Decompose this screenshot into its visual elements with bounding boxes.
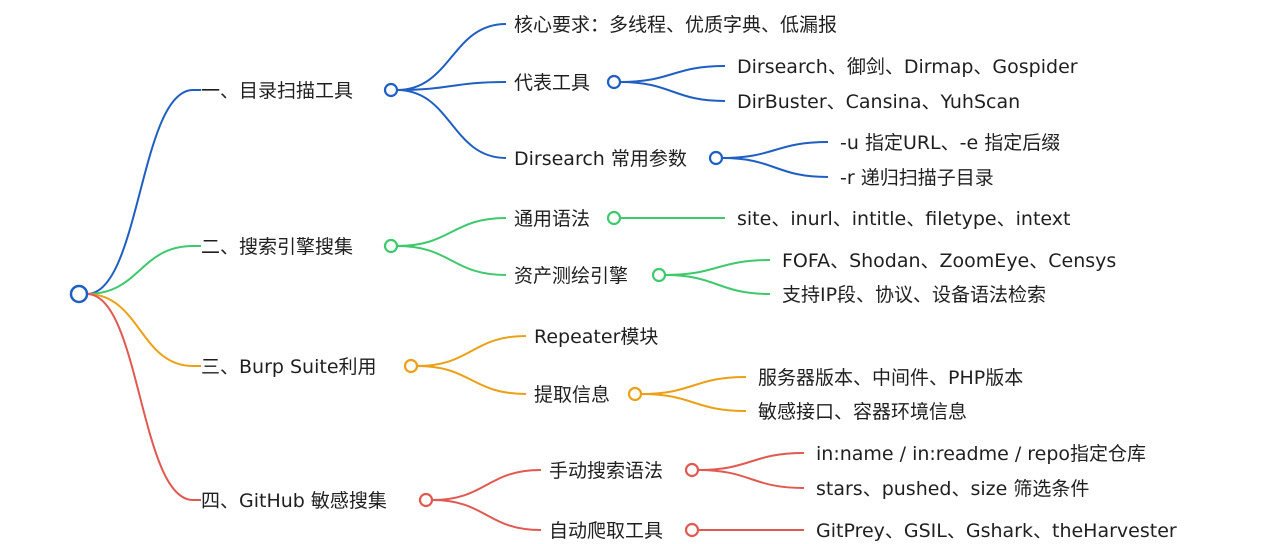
branch-1-child-2-node[interactable] (606, 74, 622, 90)
branch-3-child-2-leaf-2-label: 敏感接口、容器环境信息 (758, 401, 967, 423)
branch-2-child-2-label: 资产测绘引擎 (514, 265, 628, 287)
branch-1-child-1-label: 核心要求：多线程、优质字典、低漏报 (514, 14, 837, 36)
edge-root-branch-1 (86, 89, 194, 295)
edge-branch-1-child-2-leaf-2 (619, 81, 726, 102)
branch-3-child-2-label: 提取信息 (534, 384, 610, 406)
edge-branch-4-child-1-leaf-1 (697, 452, 805, 471)
branch-3-child-1-label: Repeater模块 (534, 326, 658, 348)
branch-1-label: 一、目录扫描工具 (201, 80, 353, 102)
branch-3-label: 三、Burp Suite利用 (201, 356, 377, 378)
edge-branch-1-child-1 (396, 23, 507, 91)
branch-2-child-1-leaf-1-label: site、inurl、intitle、filetype、intext (737, 208, 1070, 230)
branch-1-child-3-label: Dirsearch 常用参数 (514, 148, 687, 170)
branch-2-child-2-leaf-1-label: FOFA、Shodan、ZoomEye、Censys (782, 250, 1116, 272)
branch-1-child-3-leaf-2-label: -r 递归扫描子目录 (840, 167, 994, 189)
edge-branch-1-child-2-leaf-1 (619, 65, 726, 83)
edge-branch-2-child-2-leaf-1 (664, 259, 771, 276)
branch-4-child-1-node[interactable] (684, 462, 700, 478)
branch-4-label: 四、GitHub 敏感搜集 (201, 490, 387, 512)
edge-branch-1-child-3-leaf-1 (721, 141, 829, 159)
edge-branch-2-child-2-leaf-2 (664, 274, 771, 295)
branch-1-child-2-leaf-2-label: DirBuster、Cansina、YuhScan (737, 91, 1020, 113)
edge-root-branch-2 (86, 245, 194, 295)
branch-2-child-2-leaf-2-label: 支持IP段、协议、设备语法检索 (782, 284, 1046, 306)
edge-branch-1-child-3-leaf-2 (721, 157, 829, 178)
root-node[interactable] (69, 284, 89, 304)
branch-4-child-1-label: 手动搜索语法 (549, 460, 663, 482)
edge-root-branch-4 (86, 293, 194, 501)
branch-2-label: 二、搜索引擎搜集 (201, 236, 353, 258)
edge-branch-3-child-2-leaf-2 (640, 393, 747, 412)
edge-branch-4-child-1-leaf-2 (697, 469, 805, 489)
branch-1-child-2-leaf-1-label: Dirsearch、御剑、Dirmap、Gospider (737, 56, 1078, 78)
branch-4-child-2-label: 自动爬取工具 (549, 520, 663, 542)
edge-branch-2-child-1 (396, 217, 507, 247)
branch-3-child-2-node[interactable] (627, 386, 643, 402)
branch-2-node[interactable] (383, 238, 399, 254)
edge-branch-3-child-2 (416, 365, 527, 395)
branch-4-child-1-leaf-1-label: in:name / in:readme / repo指定仓库 (816, 443, 1146, 465)
branch-2-child-1-label: 通用语法 (514, 208, 590, 230)
branch-1-child-3-leaf-1-label: -u 指定URL、-e 指定后缀 (840, 132, 1060, 154)
edge-branch-2-child-2 (396, 245, 507, 276)
mind-map-edges (86, 23, 829, 531)
branch-4-node[interactable] (418, 492, 434, 508)
edge-branch-3-child-1 (416, 335, 527, 367)
branch-4-child-1-leaf-2-label: stars、pushed、size 筛选条件 (816, 478, 1089, 500)
edge-branch-1-child-2 (396, 81, 507, 91)
edge-branch-3-child-2-leaf-1 (640, 376, 747, 395)
edge-branch-4-child-1 (431, 469, 542, 501)
branch-2-child-1-node[interactable] (606, 210, 622, 226)
branch-2-child-2-node[interactable] (651, 267, 667, 283)
branch-4-child-2-leaf-1-label: GitPrey、GSIL、Gshark、theHarvester (816, 520, 1177, 542)
branch-3-node[interactable] (403, 358, 419, 374)
edge-root-branch-3 (86, 293, 194, 367)
edge-branch-1-child-3 (396, 89, 507, 159)
branch-4-child-2-node[interactable] (684, 522, 700, 538)
edge-branch-4-child-2 (431, 499, 542, 531)
branch-3-child-2-leaf-1-label: 服务器版本、中间件、PHP版本 (758, 367, 1023, 389)
branch-1-child-3-node[interactable] (708, 150, 724, 166)
branch-1-child-2-label: 代表工具 (514, 72, 590, 94)
branch-1-node[interactable] (383, 82, 399, 98)
